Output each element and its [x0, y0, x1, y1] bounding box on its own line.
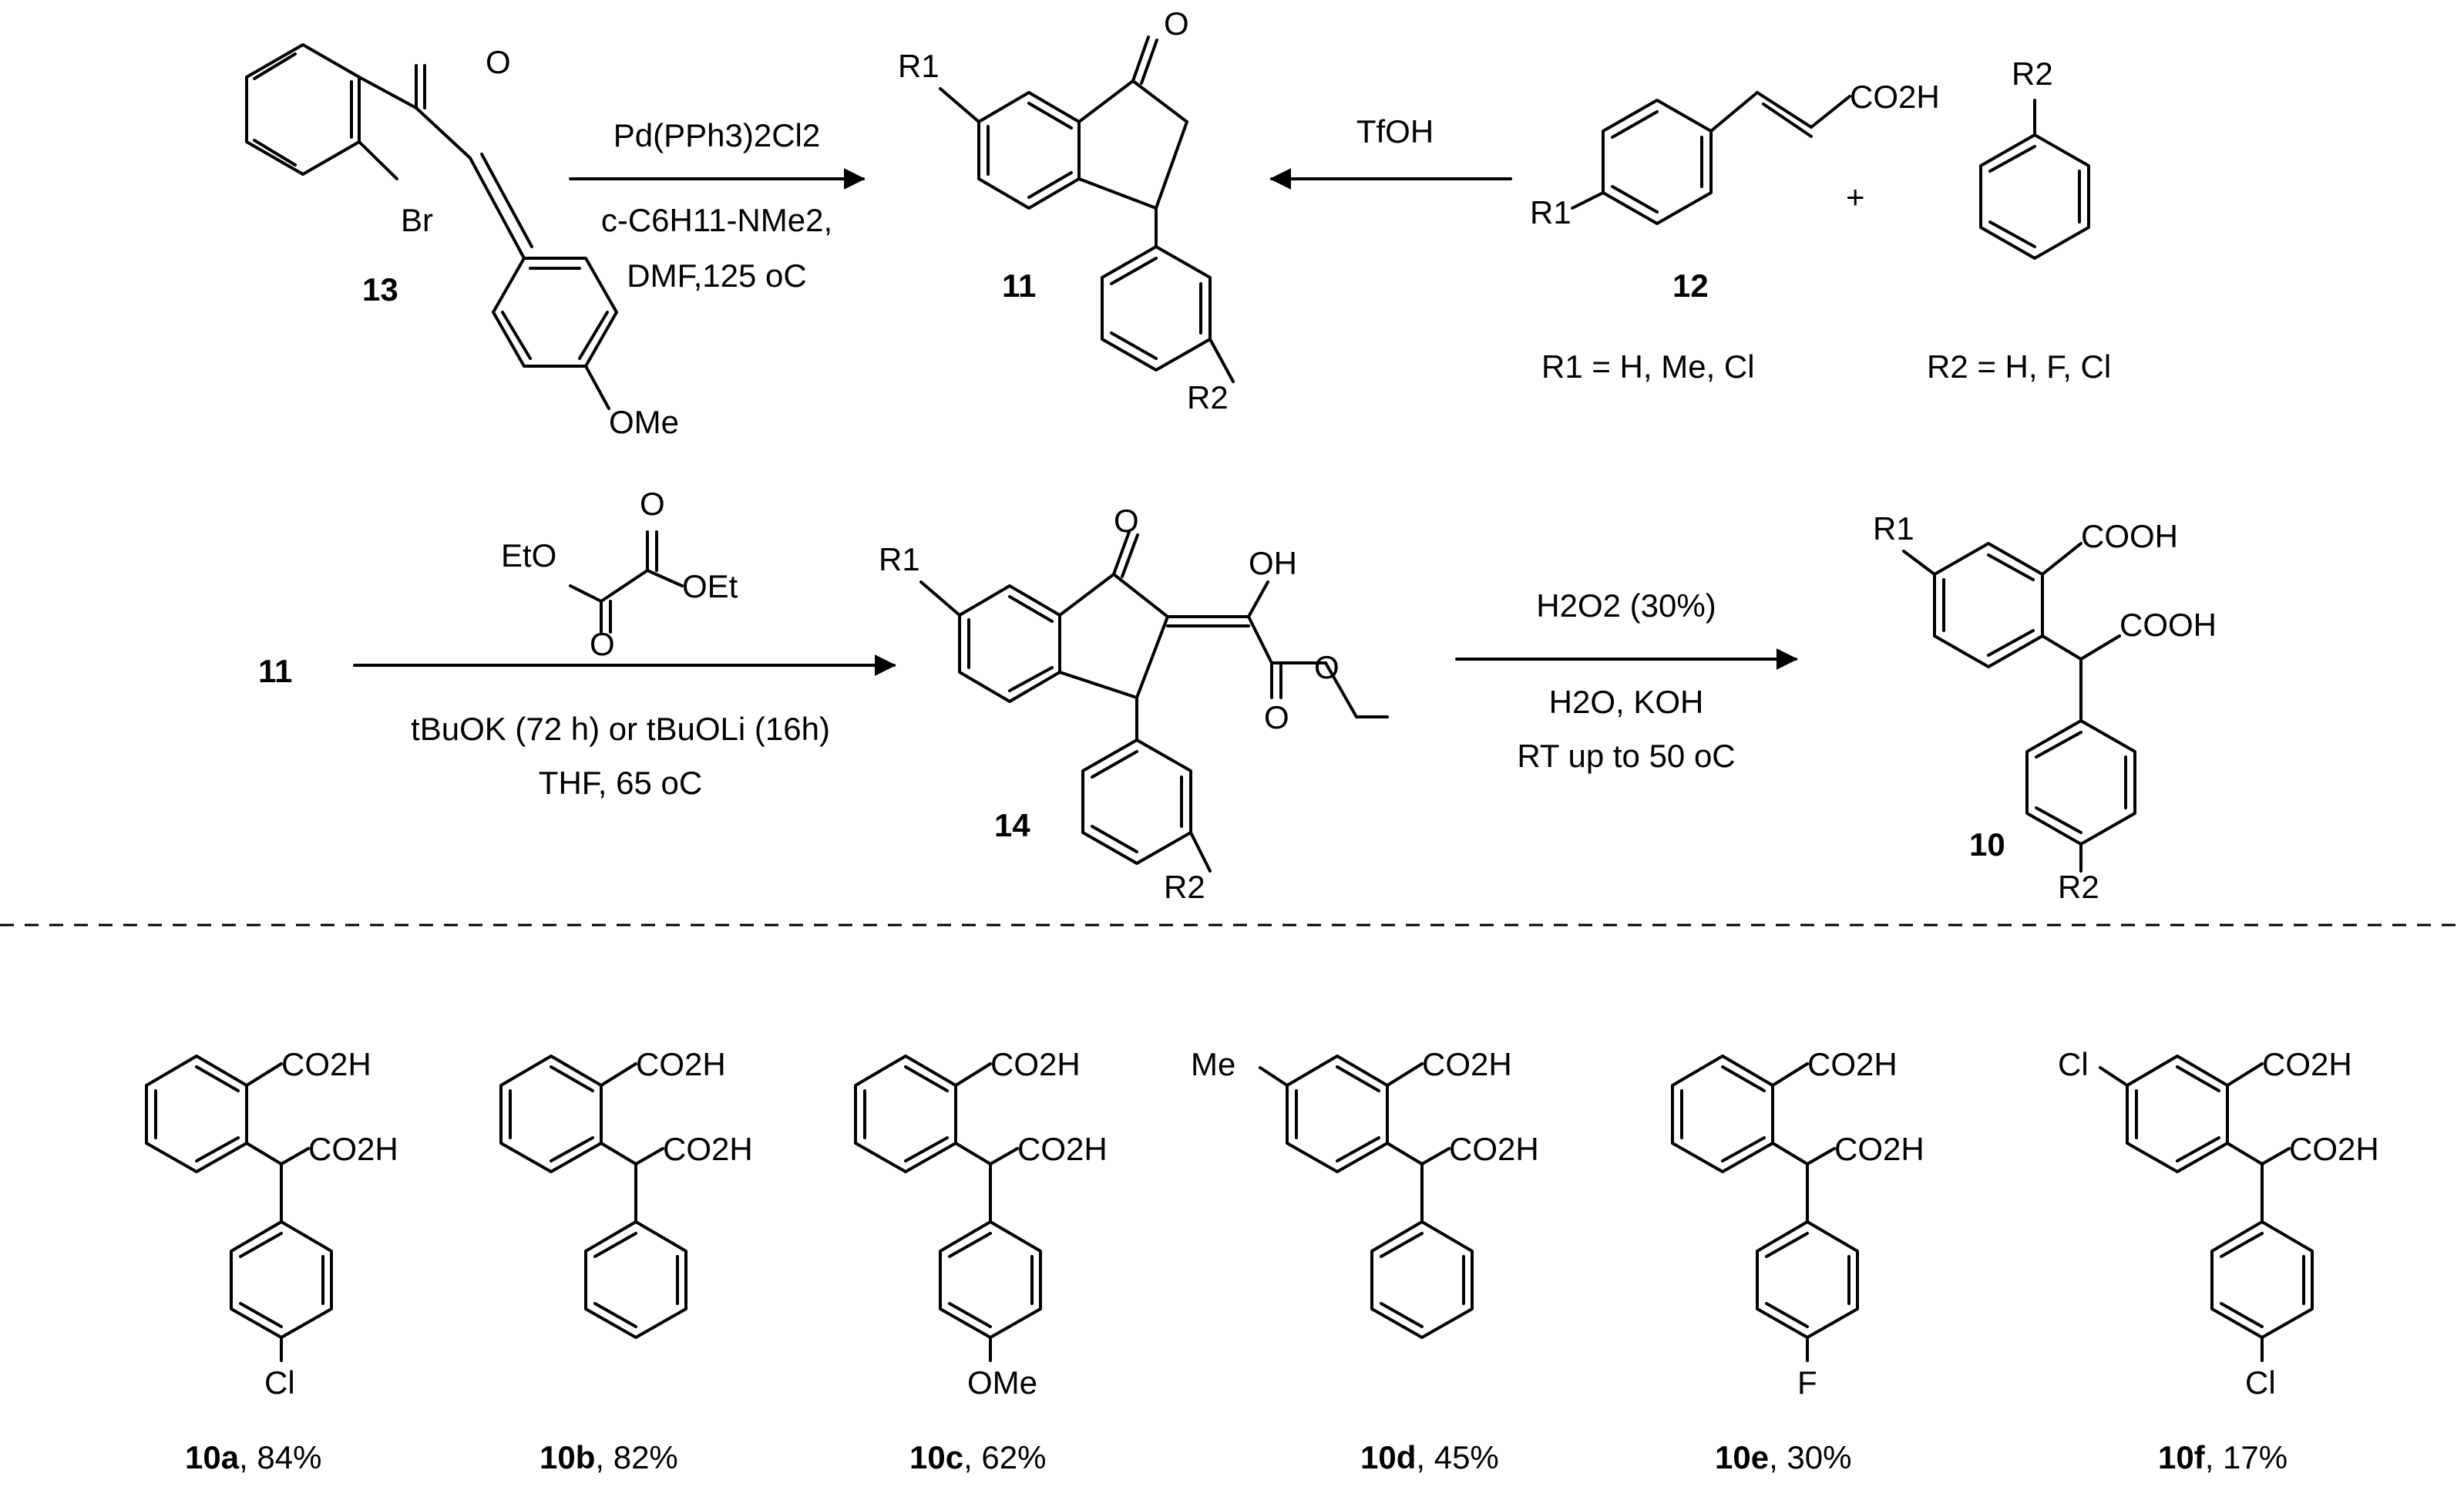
compound-12-structure — [1571, 91, 1851, 225]
compound-11-structure — [939, 35, 1235, 383]
reaction1-conditions: DMF,125 oC — [627, 257, 806, 294]
chloro-label: Cl — [2245, 1364, 2276, 1401]
methyl-label: Me — [1191, 1046, 1235, 1082]
reaction1-catalyst: Pd(PPh3)2Cl2 — [613, 117, 820, 153]
compound-label-13: 13 — [362, 271, 398, 308]
oxo-label: O — [1264, 699, 1289, 735]
carboxylic-acid-label: CO2H — [1449, 1131, 1539, 1167]
ethoxy-label-right: OEt — [682, 568, 738, 604]
product-label-10b: 10b, 82% — [540, 1439, 678, 1475]
compound-label-10: 10 — [1969, 826, 2005, 863]
product-label-10c: 10c, 62% — [909, 1439, 1046, 1475]
chloro-label: Cl — [264, 1364, 295, 1401]
carboxyl-label: COOH — [2119, 607, 2217, 643]
compound-14-structure — [919, 530, 1389, 873]
bromo-label: Br — [401, 202, 433, 238]
compound-label-11: 11 — [1002, 267, 1036, 304]
reaction2-reagent: TfOH — [1356, 113, 1434, 150]
carboxylic-acid-label: CO2H — [636, 1046, 726, 1082]
ester-oxygen-label: O — [1314, 649, 1340, 685]
product-10e-structure — [1671, 1055, 1859, 1362]
carboxyl-label: COOH — [2081, 518, 2178, 554]
product-10f-structure — [2099, 1055, 2314, 1362]
reaction4-base: H2O, KOH — [1549, 684, 1704, 720]
carboxylic-acid-label: CO2H — [1834, 1131, 1924, 1167]
compound-label-12: 12 — [1672, 267, 1709, 304]
carboxylic-acid-label: CO2H — [308, 1131, 398, 1167]
oxo-label: O — [590, 626, 615, 662]
chloro-label: Cl — [2058, 1046, 2089, 1082]
r2-label: R2 — [2012, 56, 2053, 92]
oxo-label: O — [640, 486, 665, 522]
fluoro-label: F — [1797, 1364, 1817, 1401]
r1-label: R1 — [898, 48, 940, 84]
r1-substituent-values: R1 = H, Me, Cl — [1541, 348, 1755, 385]
compound-10-structure — [1902, 542, 2136, 873]
carboxylic-acid-label: CO2H — [1807, 1046, 1898, 1082]
plus-sign: + — [1846, 179, 1865, 215]
carboxylic-acid-label: CO2H — [1422, 1046, 1512, 1082]
carboxylic-acid-label: CO2H — [2262, 1046, 2352, 1082]
reaction3-base: tBuOK (72 h) or tBuOLi (16h) — [411, 711, 830, 747]
carboxylic-acid-label: CO2H — [281, 1046, 371, 1082]
product-10a-structure — [145, 1055, 333, 1362]
diethyl-oxalate-structure — [569, 530, 684, 634]
compound-13-structure — [245, 43, 618, 410]
reaction3-conditions: THF, 65 oC — [539, 765, 702, 801]
product-10d-structure — [1259, 1055, 1474, 1339]
methoxy-label: OMe — [609, 404, 679, 440]
product-10b-structure — [499, 1055, 687, 1339]
r1-label: R1 — [879, 541, 920, 577]
reaction4-oxidant: H2O2 (30%) — [1536, 587, 1716, 624]
reaction4-conditions: RT up to 50 oC — [1517, 738, 1735, 774]
hydroxy-label: OH — [1249, 545, 1297, 581]
methoxy-label: OMe — [967, 1364, 1037, 1401]
arene-r2-structure — [1979, 99, 2090, 260]
compound-label-11: 11 — [258, 653, 292, 689]
r2-label: R2 — [1187, 379, 1229, 415]
oxo-label: O — [486, 44, 511, 80]
carboxylic-acid-label: CO2H — [990, 1046, 1081, 1082]
product-10c-structure — [854, 1055, 1042, 1362]
r1-label: R1 — [1530, 194, 1572, 230]
oxo-label: O — [1164, 5, 1189, 42]
carboxylic-acid-label: CO2H — [1850, 79, 1940, 115]
oxo-label: O — [1114, 503, 1139, 539]
r1-label: R1 — [1873, 510, 1914, 547]
carboxylic-acid-label: CO2H — [2289, 1131, 2379, 1167]
carboxylic-acid-label: CO2H — [663, 1131, 753, 1167]
ethoxy-label-left: EtO — [501, 537, 556, 574]
product-label-10a: 10a, 84% — [185, 1439, 321, 1475]
r2-label: R2 — [1164, 869, 1205, 905]
product-label-10d: 10d, 45% — [1360, 1439, 1499, 1475]
reaction1-base: c-C6H11-NMe2, — [601, 202, 832, 238]
product-label-10f: 10f, 17% — [2158, 1439, 2288, 1475]
r2-label: R2 — [2058, 869, 2099, 905]
product-label-10e: 10e, 30% — [1715, 1439, 1851, 1475]
carboxylic-acid-label: CO2H — [1017, 1131, 1108, 1167]
r2-substituent-values: R2 = H, F, Cl — [1927, 348, 2111, 385]
compound-label-14: 14 — [994, 807, 1030, 843]
